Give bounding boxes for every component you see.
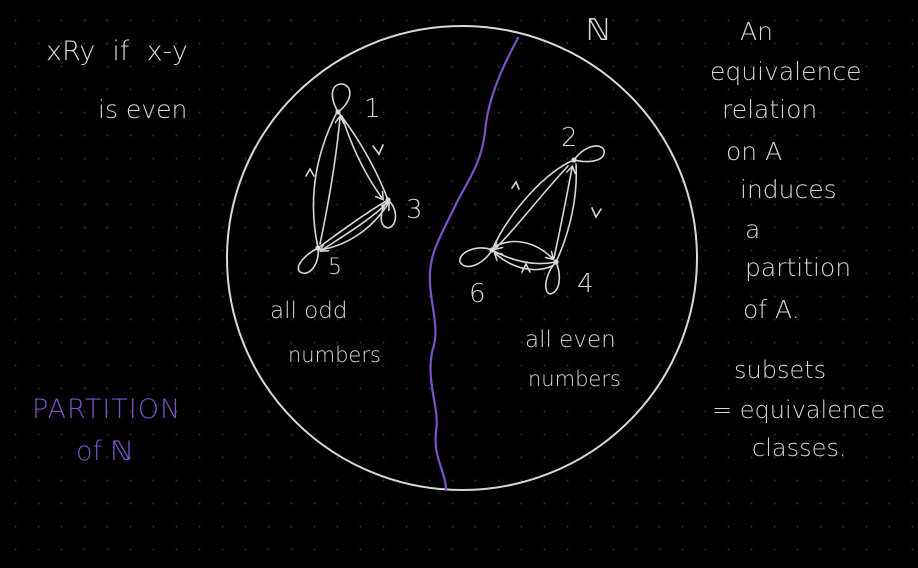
node-6-dot (489, 247, 495, 253)
node-label-4: 4 (577, 269, 594, 299)
edge-5-3-lower (319, 204, 388, 251)
statement-line: An (740, 17, 773, 46)
partition-title-line1: PARTITION (32, 394, 181, 425)
edge-1-3-inner (341, 115, 382, 198)
loop-5 (297, 247, 320, 275)
even-class-graph (459, 145, 605, 295)
node-2-dot (571, 157, 577, 163)
edge-5-3 (317, 199, 389, 249)
note-line3: classes. (752, 434, 846, 462)
node-label-2: 2 (561, 123, 578, 153)
edge-2-4 (555, 163, 578, 263)
odd-class-caption-line1: all odd (270, 298, 347, 324)
set-label: ℕ (586, 13, 610, 48)
partition-divider-line (428, 36, 520, 492)
statement-line: a (745, 215, 760, 244)
node-1-dot (335, 109, 341, 115)
edge-3-5-back (322, 205, 385, 250)
edge-2-6 (491, 159, 575, 251)
edge-2-6-inner (496, 165, 569, 248)
loop-4 (544, 261, 561, 295)
relation-definition-line2: is even (98, 95, 187, 124)
edge-1-5-inner (319, 118, 340, 245)
arrow-mark-d (511, 180, 520, 190)
statement-line: partition (745, 253, 851, 282)
arrow-mark-a (372, 144, 384, 156)
even-class-caption-line2: numbers (528, 367, 621, 391)
note-line2: = equivalence (712, 396, 885, 424)
node-4-dot (553, 259, 559, 265)
node-label-1: 1 (364, 94, 381, 124)
arrow-mark-b (305, 167, 315, 177)
even-class-caption-line1: all even (525, 327, 616, 353)
odd-class-graph (297, 83, 397, 275)
statement-line: relation (722, 95, 817, 124)
loop-1 (331, 83, 351, 113)
relation-definition-line1: xRy if x-y (46, 36, 188, 67)
edge-6-4-upper (495, 240, 552, 258)
loop-6 (459, 247, 493, 268)
node-label-5: 5 (328, 255, 342, 280)
node-5-dot (315, 245, 321, 251)
node-label-3: 3 (406, 195, 423, 225)
set-n-circle (226, 25, 698, 491)
arrow-mark-e (521, 262, 531, 273)
edge-2-4-inner (553, 168, 572, 259)
statement-line: equivalence (710, 57, 861, 86)
note-line1: subsets (734, 356, 826, 384)
arrow-mark-c (591, 207, 602, 219)
odd-class-caption-line2: numbers (288, 343, 381, 367)
loop-2 (573, 145, 605, 163)
statement-line: on A (726, 137, 782, 166)
statement-block: An equivalence relation on A induces a p… (710, 17, 861, 324)
edge-1-5 (312, 113, 337, 249)
statement-line: of A. (743, 295, 800, 324)
partition-title-line2: of ℕ (76, 436, 132, 467)
node-label-6: 6 (469, 279, 486, 309)
statement-line: induces (740, 175, 837, 204)
node-3-dot (385, 197, 391, 203)
